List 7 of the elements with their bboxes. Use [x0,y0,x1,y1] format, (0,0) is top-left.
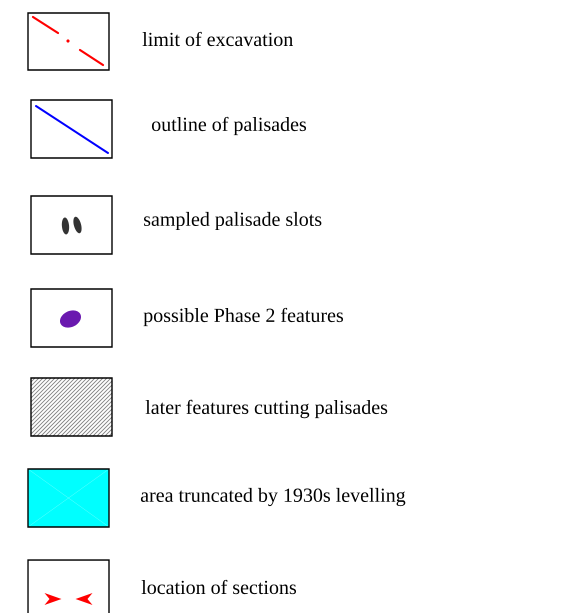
legend-label: later features cutting palisades [146,400,388,418]
legend-label: outline of palisades [152,116,306,136]
legend-label: limit of excavation [142,32,293,46]
legend-label: sampled palisade slots [144,212,322,230]
legend-label: area truncated by 1930s levelling [140,488,406,506]
legend-label: location of sections [142,580,296,594]
legend-label: possible Phase 2 features [144,308,343,326]
